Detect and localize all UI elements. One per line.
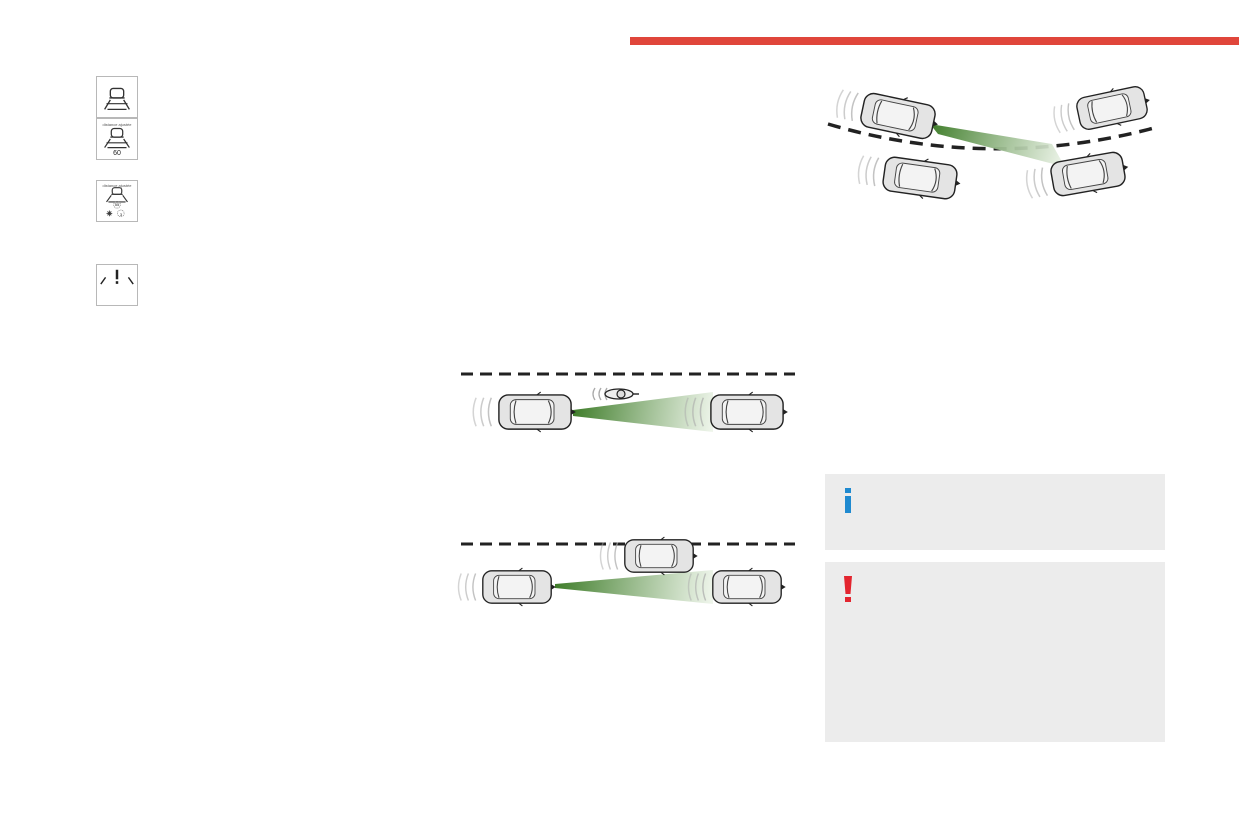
adaptive-cruise-icon [96,76,138,118]
icon-caption: distance ajustée [102,183,132,188]
radar-beam [930,124,1065,167]
vehicle-ego [457,567,556,607]
vehicle-ahead [687,567,786,607]
car-ahead-icon [104,87,130,111]
adaptive-cruise-frost-icon: distance ajustée 55 3 [96,180,138,222]
vehicle-ahead [684,391,788,433]
warning-triangle-icon [96,264,138,306]
vehicle-adjacent [857,155,961,200]
car-ahead-icon [106,187,128,218]
vehicle-ego [472,391,576,433]
vehicle-target [1025,151,1129,199]
motorcycle-road-diagram [455,360,800,445]
section-accent-bar [630,37,1239,45]
radar-beam [555,570,713,604]
vehicle-cutting-in [599,536,698,576]
radar-beam [573,392,713,432]
icon-speed-value: 55 [114,202,120,207]
warning-note-box [825,562,1165,742]
lane-line [827,122,1159,151]
car-ahead-icon [104,127,130,149]
info-icon [845,488,851,513]
vehicle-oncoming [1053,86,1150,134]
icon-caption: distance ajustée [102,122,132,127]
lane-change-road-diagram [455,530,800,615]
adaptive-cruise-speed-icon: distance ajustée 60 [96,118,138,160]
curve-road-diagram [820,72,1165,217]
icon-speed-value: 60 [113,150,121,157]
vehicle-ego [836,89,938,140]
info-note-box [825,474,1165,550]
alert-exclamation-icon [100,269,134,285]
motorcycle [592,387,639,401]
exclamation-icon [844,576,852,602]
icon-temp-value: 3 [119,212,123,217]
